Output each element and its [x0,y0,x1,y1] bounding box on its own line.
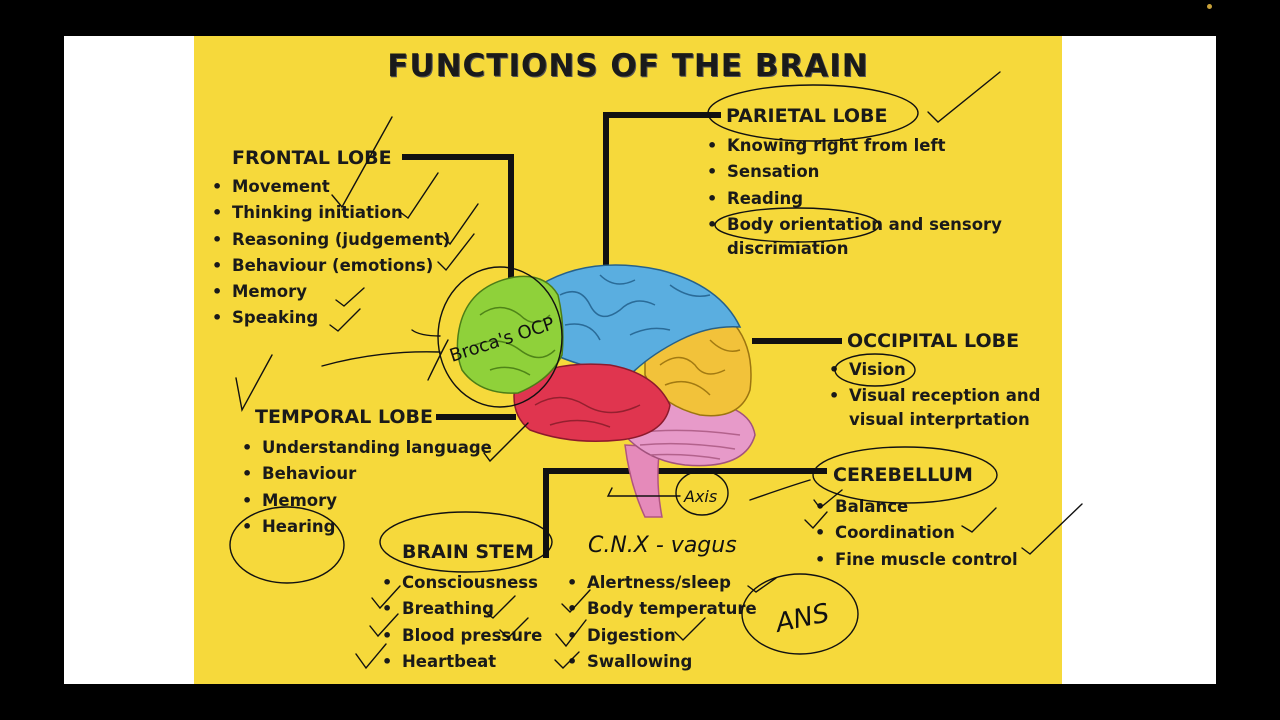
brain-stem-list-left: Consciousness Breathing Blood pressure H… [382,570,542,675]
temporal-connector [436,414,516,420]
list-item: Vision [829,357,1040,384]
list-item: Behaviour [242,461,492,488]
list-item: Speaking [212,305,450,332]
frontal-lobe-list: Movement Thinking initiation Reasoning (… [212,174,450,332]
poster-title: FUNCTIONS OF THE BRAIN [387,48,869,84]
list-item: Breathing [382,596,542,623]
frontal-connector [402,154,514,160]
list-item: Fine muscle control [815,547,1018,574]
occipital-lobe-title: OCCIPITAL LOBE [847,330,1020,352]
brain-stem-shape [624,444,663,518]
list-item: Consciousness [382,570,542,597]
temporal-lobe-title: TEMPORAL LOBE [255,406,434,428]
parietal-connector [603,112,721,118]
list-item: Knowing right from left [707,133,1002,160]
list-item: Reasoning (judgement) [212,227,450,254]
list-item: Body temperature [567,596,757,623]
list-item: Alertness/sleep [567,570,757,597]
brain-stem-list-right: Alertness/sleep Body temperature Digesti… [567,570,757,675]
brain-illustration [456,264,756,518]
list-item: Balance [815,494,1018,521]
list-item: Movement [212,174,450,201]
cerebellum-list: Balance Coordination Fine muscle control [815,494,1018,573]
parietal-lobe-list: Knowing right from left Sensation Readin… [707,133,1002,238]
list-item: Digestion [567,623,757,650]
list-item: Memory [242,488,492,515]
list-item: Coordination [815,520,1018,547]
list-item: Body orientation and sensory [707,212,1002,239]
cerebellum-title: CEREBELLUM [833,464,973,486]
occipital-item-continuation: visual interprtation [849,410,1030,429]
list-item: Memory [212,279,450,306]
brain-stem-title: BRAIN STEM [402,541,534,563]
list-item: Heartbeat [382,649,542,676]
frontal-lobe-title: FRONTAL LOBE [232,147,392,169]
list-item: Behaviour (emotions) [212,253,450,280]
list-item: Reading [707,186,1002,213]
parietal-connector-vertical [603,112,609,267]
occipital-connector [752,338,842,344]
list-item: Blood pressure [382,623,542,650]
parietal-lobe-title: PARIETAL LOBE [726,105,888,127]
status-dot [1207,4,1212,9]
list-item: Understanding language [242,435,492,462]
list-item: Visual reception and [829,383,1040,410]
frontal-connector-vertical [508,154,514,284]
occipital-lobe-list: Vision Visual reception and [829,357,1040,410]
list-item: Thinking initiation [212,200,450,227]
list-item: Sensation [707,159,1002,186]
parietal-item-continuation: discrimiation [727,239,849,258]
frontal-lobe-shape [456,275,564,394]
list-item: Swallowing [567,649,757,676]
